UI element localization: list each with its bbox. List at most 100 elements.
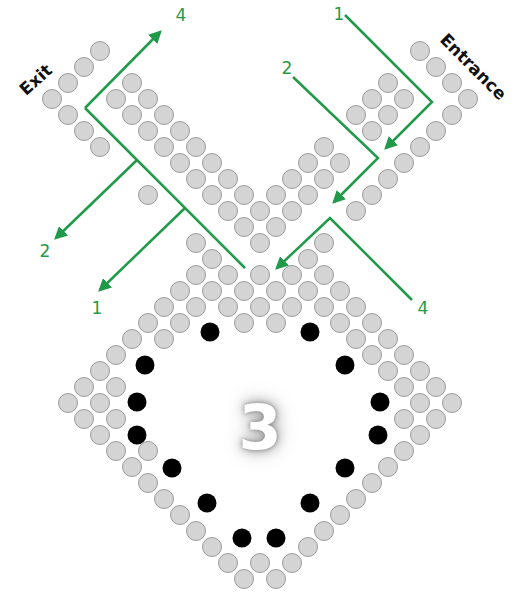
- peg: [331, 506, 350, 525]
- peg: [91, 138, 110, 157]
- peg: [123, 330, 142, 349]
- callout-number: 2: [40, 243, 51, 260]
- black-peg: [371, 393, 390, 412]
- peg: [251, 202, 270, 221]
- peg: [203, 154, 222, 173]
- peg: [251, 266, 270, 285]
- peg: [459, 90, 478, 109]
- peg: [315, 266, 334, 285]
- peg: [155, 490, 174, 509]
- black-peg: [267, 529, 286, 548]
- peg: [187, 170, 206, 189]
- callout-number: 2: [282, 60, 293, 77]
- peg: [155, 330, 174, 349]
- peg: [363, 186, 382, 205]
- peg: [427, 378, 446, 397]
- peg: [283, 554, 302, 573]
- peg: [203, 186, 222, 205]
- peg: [235, 186, 254, 205]
- peg: [155, 106, 174, 125]
- peg: [203, 538, 222, 557]
- peg: [347, 490, 366, 509]
- peg: [235, 282, 254, 301]
- peg: [219, 170, 238, 189]
- black-peg: [198, 494, 217, 513]
- peg: [107, 90, 126, 109]
- peg: [363, 346, 382, 365]
- peg: [203, 250, 222, 269]
- peg: [155, 138, 174, 157]
- peg: [411, 138, 430, 157]
- peg: [139, 442, 158, 461]
- peg: [139, 122, 158, 141]
- black-peg: [233, 529, 252, 548]
- peg: [75, 58, 94, 77]
- peg: [363, 314, 382, 333]
- exit-route: [56, 160, 137, 238]
- peg: [171, 506, 190, 525]
- peg: [379, 106, 398, 125]
- entrance-route: [345, 15, 432, 148]
- peg: [347, 202, 366, 221]
- peg: [411, 394, 430, 413]
- peg: [395, 410, 414, 429]
- entrance-route: [277, 218, 412, 300]
- peg: [187, 138, 206, 157]
- peg: [203, 282, 222, 301]
- peg: [75, 122, 94, 141]
- peg: [443, 106, 462, 125]
- peg: [219, 554, 238, 573]
- peg: [395, 154, 414, 173]
- peg: [139, 90, 158, 109]
- peg: [91, 42, 110, 61]
- peg: [171, 282, 190, 301]
- peg: [171, 314, 190, 333]
- entrance-route: [293, 77, 378, 202]
- peg: [171, 154, 190, 173]
- peg: [395, 346, 414, 365]
- peg: [363, 122, 382, 141]
- peg: [363, 90, 382, 109]
- peg: [411, 362, 430, 381]
- peg: [251, 234, 270, 253]
- peg: [219, 298, 238, 317]
- peg: [235, 218, 254, 237]
- area-number: 3: [238, 397, 281, 459]
- peg: [347, 330, 366, 349]
- peg: [379, 170, 398, 189]
- peg: [75, 378, 94, 397]
- peg: [107, 410, 126, 429]
- peg: [395, 378, 414, 397]
- callout-number: 4: [176, 7, 187, 24]
- peg: [331, 154, 350, 173]
- peg: [283, 170, 302, 189]
- peg: [91, 362, 110, 381]
- peg: [139, 314, 158, 333]
- black-peg: [336, 356, 355, 375]
- peg: [171, 122, 190, 141]
- peg: [267, 314, 286, 333]
- peg: [427, 410, 446, 429]
- peg: [427, 58, 446, 77]
- black-peg: [163, 459, 182, 478]
- peg: [107, 442, 126, 461]
- peg: [315, 234, 334, 253]
- peg: [283, 266, 302, 285]
- peg: [187, 522, 206, 541]
- peg: [315, 170, 334, 189]
- peg: [299, 250, 318, 269]
- black-peg: [369, 426, 388, 445]
- callout-number: 1: [92, 300, 103, 317]
- peg: [59, 394, 78, 413]
- peg: [75, 410, 94, 429]
- peg: [107, 346, 126, 365]
- peg: [331, 282, 350, 301]
- peg: [251, 554, 270, 573]
- peg: [379, 74, 398, 93]
- black-peg: [136, 356, 155, 375]
- peg: [283, 202, 302, 221]
- peg: [347, 106, 366, 125]
- callout-number: 4: [418, 300, 429, 317]
- peg: [299, 538, 318, 557]
